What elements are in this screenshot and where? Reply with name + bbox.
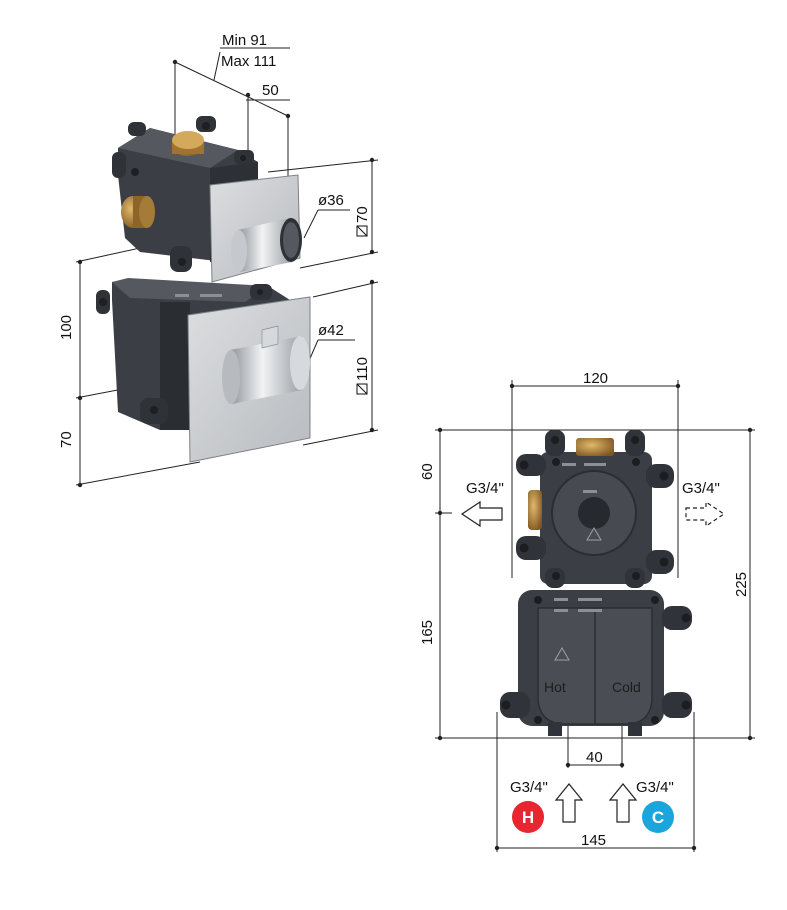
inlet-arrow-hot — [554, 783, 584, 823]
front-lower-housing — [500, 590, 692, 736]
label-depth-max: Max 111 — [221, 53, 276, 70]
svg-text:H: H — [522, 808, 534, 827]
front-view: Hot Cold H C 120 60 165 225 40 145 — [419, 370, 755, 852]
front-dimension-lines — [435, 380, 755, 852]
label-spacing: 100 — [58, 315, 75, 340]
inlet-arrow-cold — [608, 783, 638, 823]
label-height-lower: 165 — [419, 620, 436, 645]
label-outlet-left: G3/4" — [466, 480, 504, 497]
brass-fitting-side — [121, 196, 155, 228]
svg-text:70: 70 — [354, 206, 371, 223]
label-cold: Cold — [612, 679, 641, 695]
cold-badge: C — [642, 801, 674, 833]
label-flange: 50 — [262, 82, 279, 99]
label-inlet-spacing: 40 — [586, 749, 603, 766]
label-width-top: 120 — [583, 370, 608, 387]
front-upper-housing — [516, 430, 674, 588]
outlet-arrow-right-dashed — [685, 500, 726, 528]
svg-text:C: C — [652, 808, 664, 827]
label-inlet-hot: G3/4" — [510, 779, 548, 796]
label-upper-plate: 70 — [354, 206, 371, 237]
label-hot: Hot — [544, 679, 566, 695]
svg-text:110: 110 — [354, 357, 371, 381]
front-dimension-ticks — [437, 383, 753, 851]
label-lower-knob-diameter: ø42 — [318, 322, 344, 339]
label-outlet-right: G3/4" — [682, 480, 720, 497]
label-width-bottom: 145 — [581, 832, 606, 849]
label-height-total: 225 — [733, 572, 750, 597]
iso-dimension-ticks — [77, 59, 375, 488]
label-depth-min: Min 91 — [222, 32, 267, 49]
iso-dimension-lines — [75, 47, 379, 486]
lower-knob — [222, 325, 310, 404]
brass-fitting-top — [172, 131, 204, 156]
isometric-view: Min 91 Max 111 50 ø36 ø42 70 110 100 70 — [58, 32, 379, 488]
label-lower-plate: 110 — [354, 357, 371, 395]
label-inlet-cold: G3/4" — [636, 779, 674, 796]
upper-knob — [231, 218, 302, 272]
outlet-arrow-left — [460, 500, 503, 528]
hot-badge: H — [512, 801, 544, 833]
label-bottom-offset: 70 — [58, 431, 75, 448]
label-top-offset: 60 — [419, 463, 436, 480]
label-upper-knob-diameter: ø36 — [318, 192, 344, 209]
